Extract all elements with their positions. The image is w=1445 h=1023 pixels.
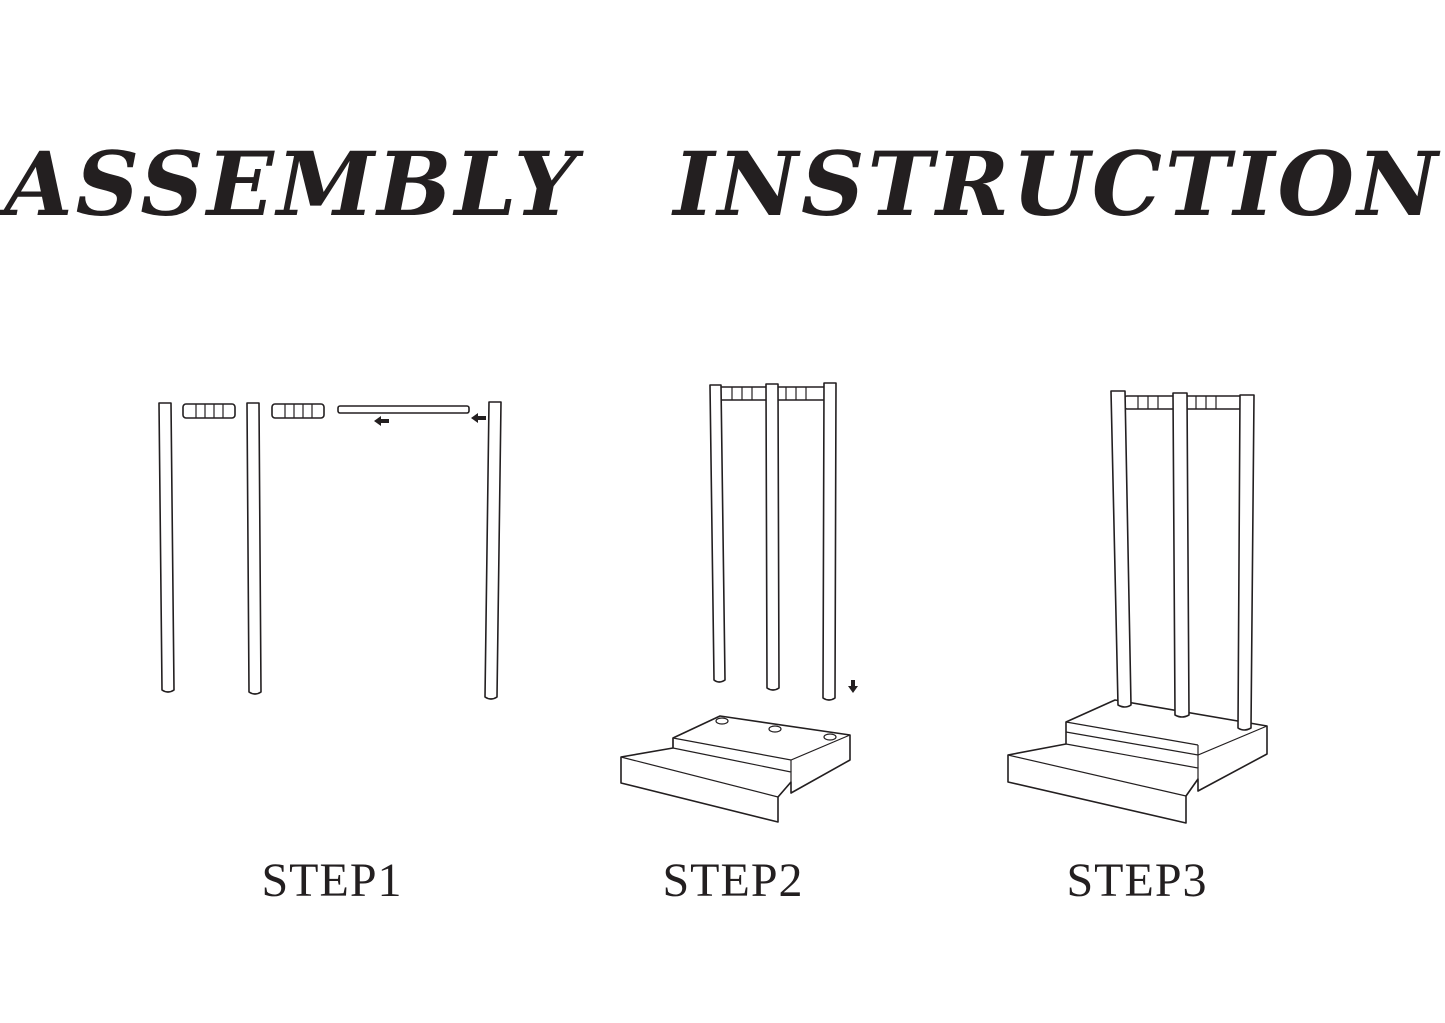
step1-illustration <box>158 401 502 700</box>
step3-illustration <box>1007 390 1268 824</box>
step1-rod-left <box>158 402 175 693</box>
step1-top-bar <box>337 405 470 414</box>
step2-arrow-down-icon <box>848 680 858 693</box>
step1-arrow-left-icon <box>374 416 389 426</box>
step2-illustration <box>620 382 858 823</box>
step1-arrow-left-icon-2 <box>471 413 486 423</box>
step3-rod-right <box>1237 394 1255 731</box>
step2-rod-left <box>709 384 726 683</box>
step1-connector-2 <box>271 403 325 419</box>
step2-base <box>620 715 851 823</box>
step2-rod-right <box>822 382 837 701</box>
step3-base <box>1007 699 1268 824</box>
step1-connector-1 <box>182 403 236 419</box>
step1-rod-right <box>484 401 502 700</box>
step1-rod-middle <box>246 402 262 695</box>
page-title: ASSEMBLY INSTRUCTION <box>4 132 1441 236</box>
step2-label: STEP2 <box>662 854 804 907</box>
step3-rod-middle <box>1172 392 1190 718</box>
step3-label: STEP3 <box>1066 854 1208 907</box>
step2-rod-middle <box>765 383 780 691</box>
step1-label: STEP1 <box>261 854 403 907</box>
step3-rod-left <box>1110 390 1132 708</box>
